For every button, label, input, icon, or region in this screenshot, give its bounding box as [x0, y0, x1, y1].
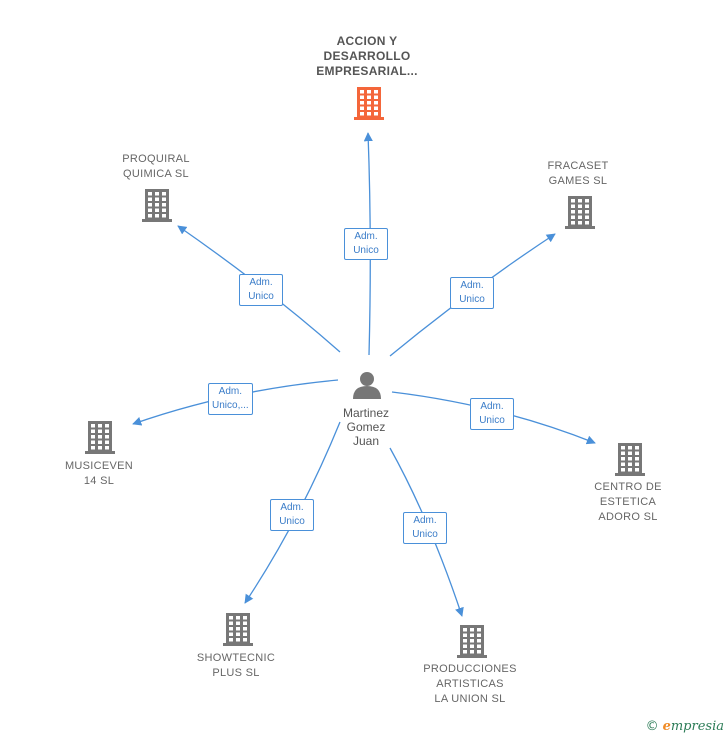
company-label-producciones[interactable]: PRODUCCIONES ARTISTICAS LA UNION SL: [423, 663, 517, 705]
company-label-accion[interactable]: ACCION Y DESARROLLO EMPRESARIAL...: [316, 34, 418, 78]
edge-role-musiceven[interactable]: Adm. Unico,...: [208, 383, 253, 415]
building-icon: [457, 625, 487, 658]
edge-role-proquiral[interactable]: Adm. Unico: [239, 274, 283, 306]
copyright-icon: ©: [645, 719, 659, 734]
brand-logo-initial: e: [662, 719, 671, 734]
building-icon: [142, 189, 172, 222]
person-name[interactable]: Martinez Gomez Juan: [342, 406, 389, 448]
person-icon: [353, 372, 381, 399]
building-icon: [615, 443, 645, 476]
company-label-fracaset[interactable]: FRACASET GAMES SL: [547, 160, 609, 187]
company-label-musiceven[interactable]: MUSICEVEN 14 SL: [64, 460, 134, 487]
edge-role-accion[interactable]: Adm. Unico: [344, 228, 388, 260]
building-icon: [85, 421, 115, 454]
brand-footer: ©empresia: [646, 719, 724, 734]
edge-role-fracaset[interactable]: Adm. Unico: [450, 277, 494, 309]
brand-logo-text: mpresia: [670, 719, 724, 734]
edge-role-showtecnic[interactable]: Adm. Unico: [270, 499, 314, 531]
company-label-proquiral[interactable]: PROQUIRAL QUIMICA SL: [122, 153, 190, 180]
company-label-showtecnic[interactable]: SHOWTECNIC PLUS SL: [196, 652, 276, 679]
building-icon: [565, 196, 595, 229]
edge-role-producciones[interactable]: Adm. Unico: [403, 512, 447, 544]
company-label-centro[interactable]: CENTRO DE ESTETICA ADORO SL: [594, 481, 662, 523]
edge-role-centro[interactable]: Adm. Unico: [470, 398, 514, 430]
building-icon: [223, 613, 253, 646]
building-icon: [354, 87, 384, 120]
